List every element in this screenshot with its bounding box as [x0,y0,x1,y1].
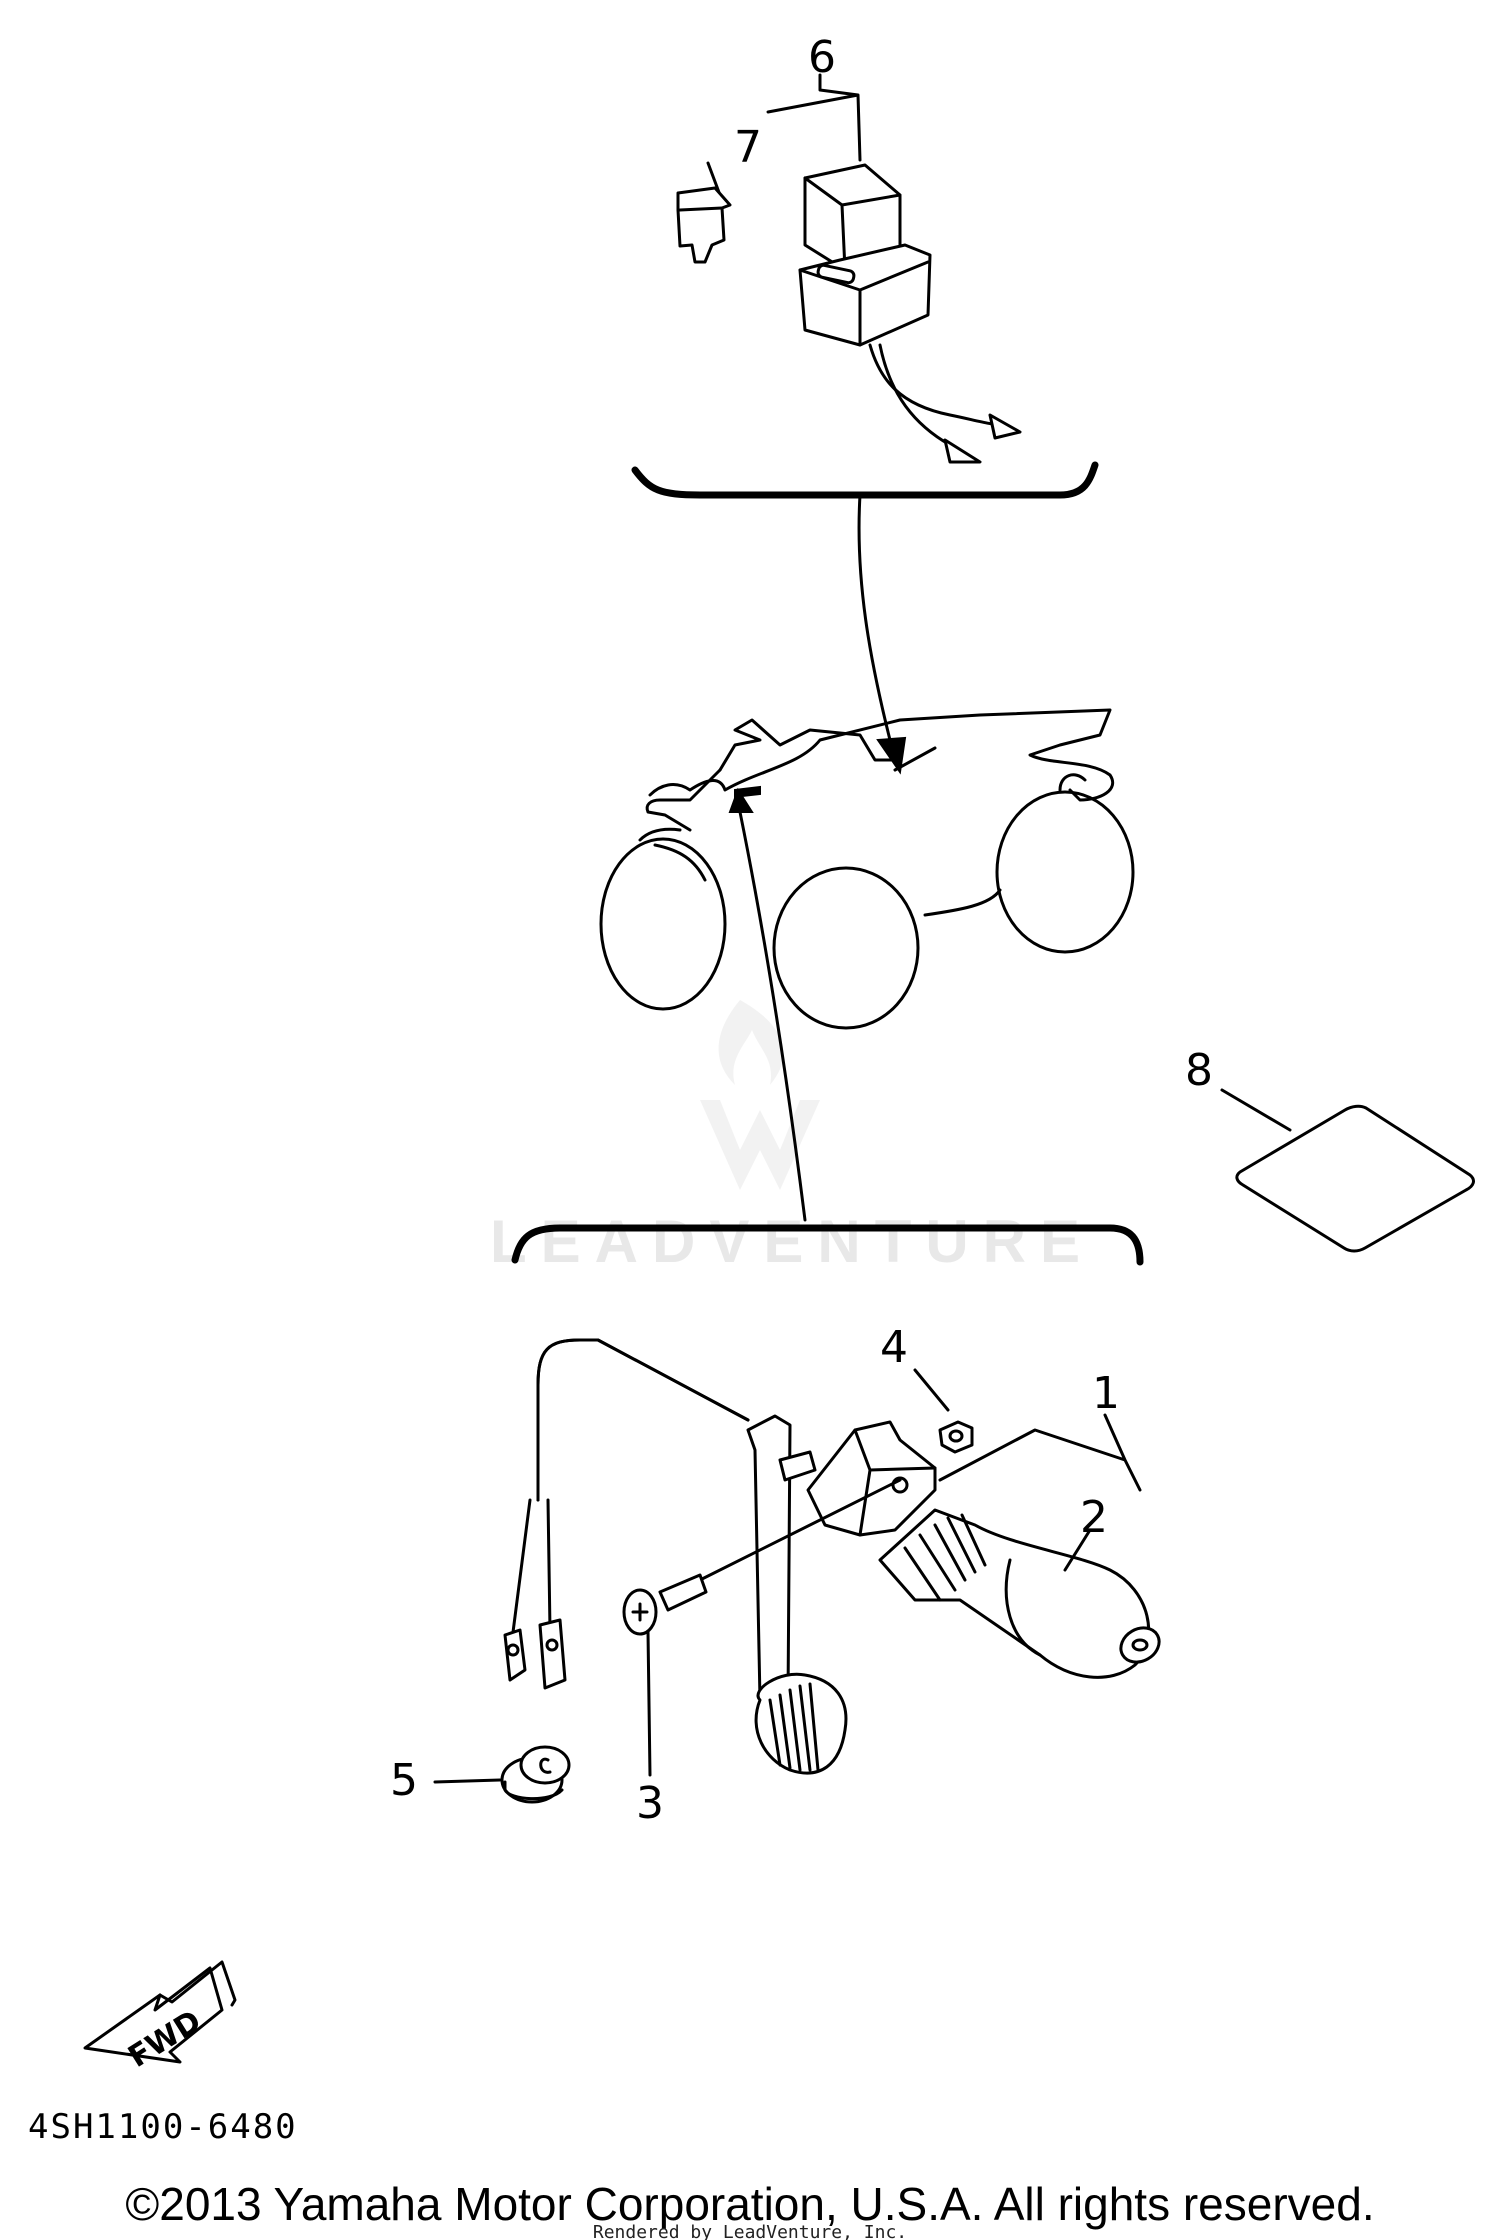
callout-8-leader [1220,1088,1292,1132]
upper-locator-line [857,493,892,742]
callout-3-leader [646,1630,652,1777]
fuse [676,161,732,264]
label-sticker [1220,1088,1475,1253]
forward-arrow-icon: FWD [83,1960,237,2075]
wire-connectors [503,1618,567,1690]
leadventure-watermark: LEADVENTURE [490,1000,1094,1275]
callout-2-leader [1063,1528,1092,1572]
callout-5-leader [433,1778,502,1784]
copyright-text: ©2013 Yamaha Motor Corporation, U.S.A. A… [125,2178,1374,2230]
callout-6-bracket [766,73,862,162]
throttle-assembly [503,1338,1161,1775]
leadventure-flame-icon [700,1000,820,1190]
diagram-part-number: 4SH1100-6480 [28,2107,298,2147]
callout-6: 6 [808,32,836,83]
watermark-text: LEADVENTURE [490,1208,1094,1275]
nut [913,1368,974,1454]
rendered-by-text: Rendered by LeadVenture, Inc. [593,2222,907,2240]
relay-assembly [766,73,1022,464]
screw [622,1478,902,1777]
callout-1: 1 [1092,1368,1120,1419]
upper-reference-bracket [631,461,1099,499]
callout-8: 8 [1185,1045,1213,1096]
callout-3: 3 [636,1778,664,1829]
callout-2: 2 [1080,1492,1108,1543]
callout-5: 5 [390,1755,418,1806]
lower-locator-line [738,810,807,1222]
grommet [433,1745,571,1804]
callout-4: 4 [880,1322,908,1373]
callout-4-leader [913,1368,950,1412]
atv-outline [599,708,1135,1030]
lower-reference-bracket [511,1224,1144,1266]
callout-7: 7 [734,122,762,173]
callout-1-bracket [938,1413,1142,1492]
